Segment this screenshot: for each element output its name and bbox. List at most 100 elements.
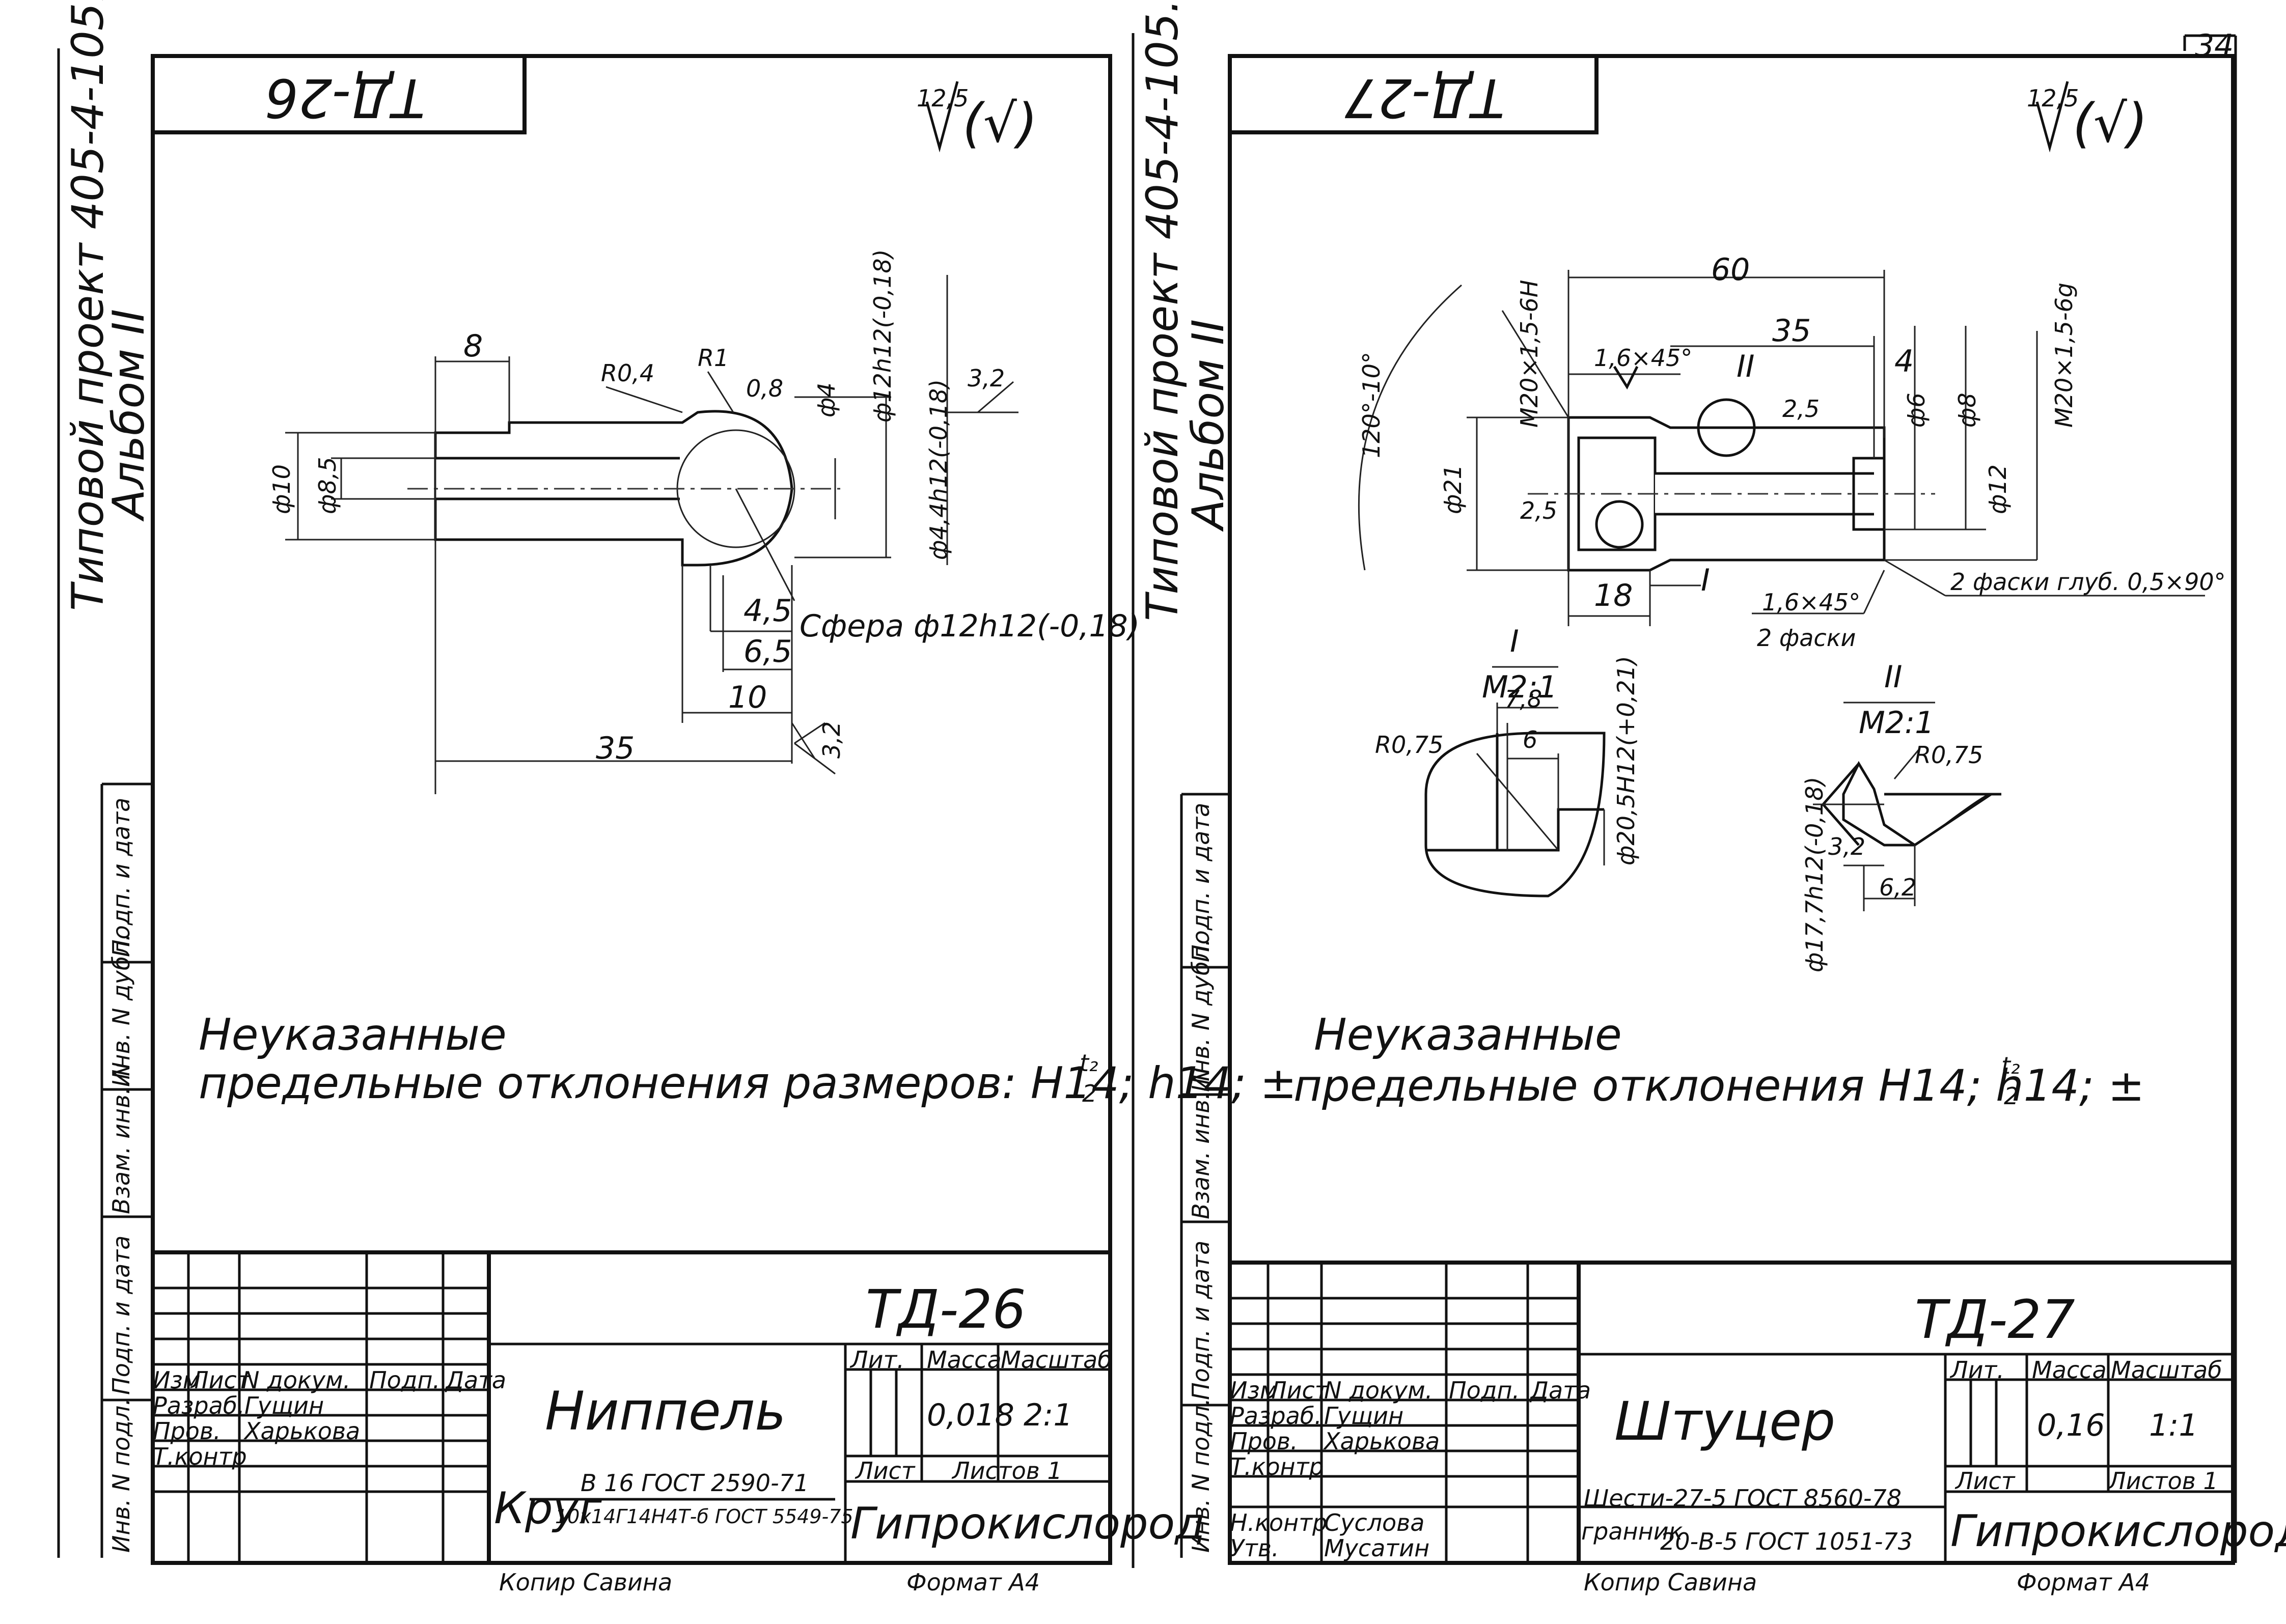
tb-prov-label: Пров.	[1230, 1427, 1298, 1455]
right-part-drawing	[1358, 81, 2205, 911]
dim-phi85: ф8,5	[314, 457, 341, 514]
surface-finish: 12,5	[917, 85, 969, 112]
format-label: Формат А4	[906, 1569, 1040, 1596]
tb-org: Гипрокислород	[1950, 1506, 2286, 1557]
right-sheet-frame	[1180, 54, 2235, 1565]
side-note-album: Альбом II	[103, 309, 154, 519]
dim-ch16: 1,6×45°	[1594, 344, 1693, 372]
tb-material-left: гранник	[1581, 1518, 1683, 1545]
dim-35: 35	[596, 731, 635, 766]
side-stamp-3: Взам. инв. N	[1187, 1067, 1215, 1219]
tb-sheet-label: Лист	[1956, 1467, 2015, 1495]
tb-col-podp: Подп.	[369, 1366, 440, 1394]
tb-col-ndok: N докум.	[242, 1366, 351, 1394]
tb-utv-label: Утв.	[1230, 1534, 1279, 1562]
note-line-2: предельные отклонения размеров: Н14; h14…	[199, 1058, 1297, 1109]
tb-mass: 0,018	[927, 1397, 1014, 1433]
tb-prov-name: Харькова	[244, 1417, 361, 1445]
detail-1-phi205: ф20,5H12(+0,21)	[1612, 656, 1640, 865]
dim-65: 6,5	[743, 634, 792, 669]
dim-phi21: ф21	[1439, 464, 1467, 514]
dim-phi8: ф8	[1953, 393, 1981, 428]
note-frac-num: t₂	[2001, 1052, 2020, 1079]
tb-material-top: В 16 ГОСТ 2590-71	[581, 1469, 809, 1497]
surface-finish-paren: (√)	[2073, 92, 2148, 154]
page-number: 34	[2195, 28, 2234, 64]
tb-col-izm: Изм	[1230, 1377, 1278, 1404]
tb-nkontr-label: Н.контр	[1230, 1509, 1328, 1536]
tb-scale: 1:1	[2149, 1408, 2198, 1443]
dim-60: 60	[1711, 252, 1750, 288]
detail-2-phi177: ф17,7h12(-0,18)	[1801, 776, 1828, 972]
note-frac-den: 2	[1082, 1080, 1097, 1107]
tb-col-list: Лист	[191, 1366, 251, 1394]
tb-razrab-label: Разраб.	[153, 1392, 245, 1419]
tb-col-data: Дата	[1530, 1377, 1591, 1404]
side-stamp-5: Инв. N подл.	[107, 1398, 135, 1553]
side-stamp-5: Инв. N подл.	[1187, 1398, 1215, 1553]
dim-thread-left: М20×1,5-6Н	[1516, 279, 1543, 428]
tb-scale-label: Масштаб	[2111, 1356, 2222, 1384]
tb-lit-label: Лит.	[1950, 1356, 2004, 1384]
stamp-code: ТД-27	[1344, 67, 1505, 129]
tb-col-ndok: N докум.	[1324, 1377, 1433, 1404]
left-sheet-frame	[100, 54, 1112, 1565]
tb-mass-label: Масса	[2032, 1356, 2107, 1384]
dim-roman1: I	[1701, 563, 1710, 598]
dim-10: 10	[728, 680, 767, 715]
tb-code: ТД-26	[866, 1278, 1026, 1340]
tb-sheets-label: Листов 1	[2108, 1467, 2218, 1495]
surface-finish: 12,5	[2027, 85, 2079, 112]
dim-rough25: 2,5	[1782, 395, 1820, 423]
page-frame	[57, 33, 2237, 1568]
dim-phi44h12: ф4,4h12(-0,18)	[925, 379, 952, 560]
tb-razrab-name: Гущин	[1324, 1402, 1404, 1430]
dim-phi10: ф10	[268, 464, 295, 514]
tb-tkontr-label: Т.контр	[153, 1443, 247, 1470]
tb-prov-name: Харькова	[1324, 1427, 1440, 1455]
dim-18: 18	[1594, 578, 1633, 613]
tb-lit-label: Лит.	[850, 1346, 904, 1374]
tb-material-prefix: Круг	[494, 1483, 602, 1534]
detail-2-scale: М2:1	[1859, 705, 1935, 741]
side-stamp-4: Подп. и дата	[107, 1235, 135, 1395]
tb-sheets-label: Листов 1	[952, 1457, 1062, 1485]
dim-roman2: II	[1737, 349, 1755, 384]
dim-ch16b: 1,6×45°	[1762, 589, 1861, 616]
dim-phi12: ф12	[1984, 464, 2012, 514]
detail-2-title: II	[1884, 659, 1903, 695]
detail-1-r075: R0,75	[1375, 731, 1444, 759]
detail-1-78: 7,8	[1505, 685, 1543, 713]
note-frac-den: 2	[2004, 1082, 2019, 1110]
tb-org: Гипрокислород	[850, 1498, 1205, 1549]
tb-scale-label: Масштаб	[1001, 1346, 1112, 1374]
dim-rough25b: 2,5	[1520, 497, 1558, 524]
detail-1-title: I	[1510, 624, 1519, 659]
dim-35: 35	[1772, 313, 1811, 349]
tb-razrab-name: Гущин	[244, 1392, 324, 1419]
tb-tkontr-label: Т.контр	[1230, 1453, 1324, 1480]
tb-material-top: Шести-27-5 ГОСТ 8560-78	[1584, 1485, 1902, 1512]
detail-2-62: 6,2	[1879, 874, 1917, 901]
dim-45: 4,5	[743, 593, 792, 629]
tb-utv-name: Мусатин	[1324, 1534, 1430, 1562]
copy-label: Копир Савина	[499, 1569, 673, 1596]
dim-4: 4	[1894, 344, 1914, 379]
tb-sheet-label: Лист	[856, 1457, 915, 1485]
dim-thread-right: М20×1,5-6g	[2050, 283, 2078, 428]
tb-name: Ниппель	[545, 1380, 786, 1442]
stamp-code: ТД-26	[265, 67, 425, 129]
tb-col-podp: Подп.	[1449, 1377, 1520, 1404]
tb-scale: 2:1	[1024, 1397, 1073, 1433]
tb-name: Штуцер	[1614, 1390, 1836, 1452]
dim-08: 0,8	[746, 375, 784, 402]
tb-material-bottom: 10х14Г14Н4Т-б ГОСТ 5549-75	[555, 1505, 853, 1528]
tb-mass: 0,16	[2037, 1408, 2105, 1443]
detail-2-r075: R0,75	[1915, 741, 1984, 769]
detail-1-scale: М2:1	[1482, 669, 1558, 705]
tb-col-data: Дата	[446, 1366, 507, 1394]
tb-col-list: Лист	[1269, 1377, 1329, 1404]
surface-finish-paren: (√)	[962, 92, 1038, 154]
dim-8: 8	[463, 328, 483, 364]
